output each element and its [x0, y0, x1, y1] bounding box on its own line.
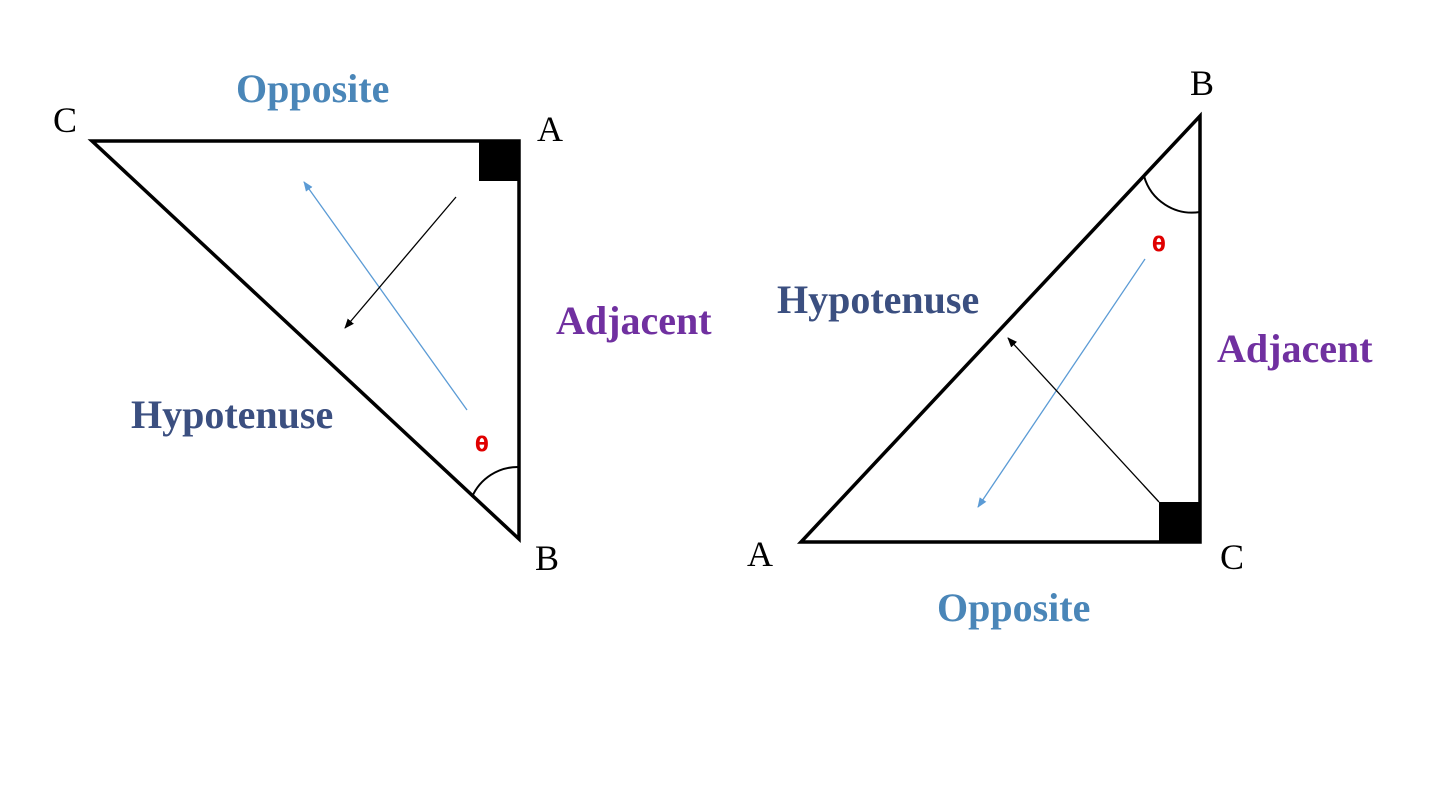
- left-theta-symbol: θ: [475, 432, 489, 456]
- right-opposite-label: Opposite: [937, 585, 1090, 630]
- left-right-angle-marker: [479, 141, 519, 181]
- right-blue-arrow: [977, 258, 1146, 508]
- right-adjacent-label: Adjacent: [1217, 326, 1373, 371]
- right-triangle: B A C Hypotenuse Adjacent Opposite θ: [747, 63, 1373, 630]
- right-right-angle-marker: [1159, 502, 1200, 542]
- left-adjacent-label: Adjacent: [556, 298, 712, 343]
- right-triangle-outline: [796, 111, 1202, 544]
- right-vertex-b: B: [1190, 63, 1214, 103]
- left-triangle: C A B Opposite Adjacent Hypotenuse θ: [53, 66, 712, 578]
- right-theta-arc: [1143, 175, 1201, 214]
- right-hypotenuse-label: Hypotenuse: [777, 277, 979, 322]
- left-triangle-outline: [87, 139, 521, 544]
- right-vertex-c: C: [1220, 537, 1244, 577]
- left-opposite-label: Opposite: [236, 66, 389, 111]
- left-vertex-c: C: [53, 100, 77, 140]
- left-black-arrow: [344, 196, 457, 329]
- right-black-arrow: [1007, 337, 1160, 503]
- left-hypotenuse-label: Hypotenuse: [131, 392, 333, 437]
- left-vertex-a: A: [537, 109, 563, 149]
- right-theta-symbol: θ: [1152, 232, 1166, 256]
- right-vertex-a: A: [747, 534, 773, 574]
- left-vertex-b: B: [535, 538, 559, 578]
- left-theta-arc: [471, 465, 520, 498]
- left-blue-arrow: [303, 181, 468, 411]
